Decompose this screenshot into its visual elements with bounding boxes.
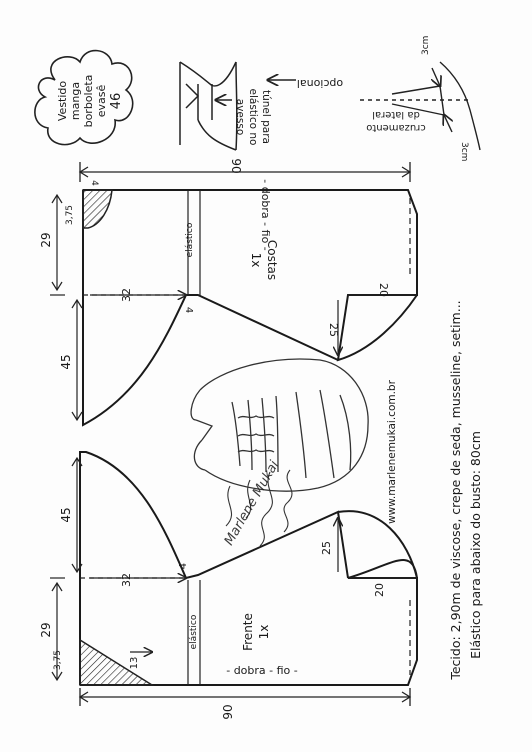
- tunnel-line-1: túnel para: [260, 90, 272, 144]
- side-crossing-detail: [360, 61, 481, 151]
- front-width-label: 90: [221, 704, 235, 719]
- elastic-note: Elástico para abaixo do busto: 80cm: [468, 431, 483, 659]
- back-d-top: 4: [89, 180, 99, 186]
- title-size: 46: [109, 93, 124, 110]
- front-height-dimension: [50, 456, 83, 682]
- back-width-dimension: [78, 162, 412, 182]
- back-elastic-label: elástico: [185, 222, 195, 257]
- front-d20: 20: [373, 583, 386, 597]
- front-piece: [79, 451, 418, 686]
- back-neck-hatch: [82, 189, 113, 229]
- title-line-3: borboleta: [82, 75, 95, 128]
- title-line-2: manga: [69, 82, 82, 120]
- signature: Marlene Mukai: [222, 458, 283, 548]
- title-line-4: evasê: [95, 85, 108, 118]
- side-label-1: cruzamento: [366, 122, 426, 133]
- back-d32: 32: [120, 288, 133, 302]
- front-elastic-label: elástico: [189, 614, 199, 649]
- front-d29: 29: [39, 622, 53, 637]
- front-d-neck: 3,75: [53, 650, 63, 670]
- back-fold-label: - dobra - fio -: [259, 179, 272, 251]
- front-qty: 1x: [257, 625, 271, 640]
- front-d25: 25: [320, 541, 333, 555]
- front-d4: 4: [178, 563, 189, 569]
- back-d29: 29: [39, 232, 53, 247]
- side-label-2: da lateral: [372, 109, 420, 120]
- tunnel-line-2: elástico no: [247, 89, 259, 146]
- side-d1: 3cm: [421, 36, 431, 55]
- back-d4: 4: [183, 307, 194, 313]
- front-fold-label: - dobra - fio -: [226, 664, 298, 677]
- cloud-outline: [34, 49, 134, 146]
- back-width-label: 90: [229, 158, 243, 173]
- title-cloud: Vestido manga borboleta evasê 46: [34, 49, 134, 146]
- fabric-note: Tecido: 2,90m de viscose, crepe de seda,…: [448, 300, 463, 680]
- front-d45: 45: [59, 507, 73, 522]
- front-d13: 13: [129, 657, 140, 670]
- side-d2: 3cm: [459, 142, 469, 161]
- front-width-dimension: [78, 688, 412, 706]
- front-d32: 32: [120, 573, 133, 587]
- back-d-neck: 3,75: [65, 205, 75, 225]
- front-name: Frente: [241, 613, 255, 651]
- back-d25: 25: [327, 323, 340, 337]
- signature-scribble: [225, 469, 293, 547]
- back-height-dimension: [50, 193, 83, 422]
- optional-label: opcional: [297, 77, 343, 90]
- website: www.marlenemukai.com.br: [386, 379, 398, 524]
- title-line-1: Vestido: [56, 81, 69, 122]
- back-qty: 1x: [249, 253, 263, 268]
- back-d20: 20: [377, 283, 390, 297]
- front-neck-hatch: [79, 638, 155, 686]
- sleeve-tunnel-detail: [179, 61, 296, 151]
- back-outline: [82, 189, 418, 427]
- back-name: Costas: [265, 240, 279, 280]
- back-d45: 45: [59, 354, 73, 369]
- back-piece: [82, 189, 418, 427]
- butterfly-sleeve-sketch: [190, 358, 369, 492]
- tunnel-line-3: avesso: [234, 99, 246, 135]
